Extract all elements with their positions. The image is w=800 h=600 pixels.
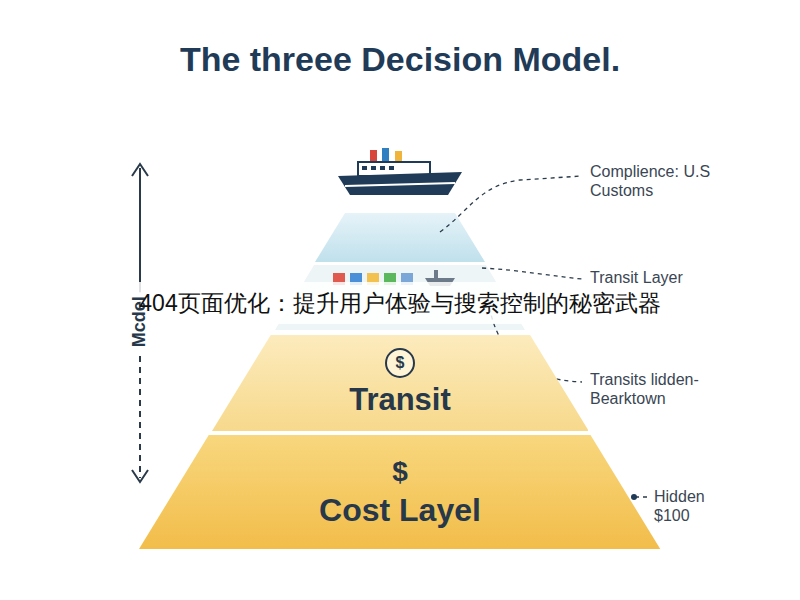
pyramid-layer: $ Cost Layel <box>139 435 660 549</box>
dollar-symbol: $ <box>385 348 415 378</box>
pyramid-band <box>315 213 485 262</box>
ship-icon <box>338 148 462 195</box>
callout-text: Complience: U.S Customs <box>590 162 730 200</box>
callout-text: Hidden $100 <box>654 487 744 525</box>
dollar-symbol: $ <box>392 456 408 488</box>
pyramid-layer: $ Transit <box>212 335 589 431</box>
leader-dot <box>631 494 637 500</box>
callout-text: Transit Layer <box>590 268 780 287</box>
callout-text: Transits lidden- Bearktown <box>590 370 760 408</box>
layer-name: Transit <box>349 382 451 418</box>
title: The threee Decision Model. <box>0 40 800 79</box>
watermark: 404页面优化：提升用户体验与搜索控制的秘密武器 <box>0 286 800 320</box>
layer-name: Cost Layel <box>319 492 481 529</box>
watermark-band <box>0 282 800 324</box>
